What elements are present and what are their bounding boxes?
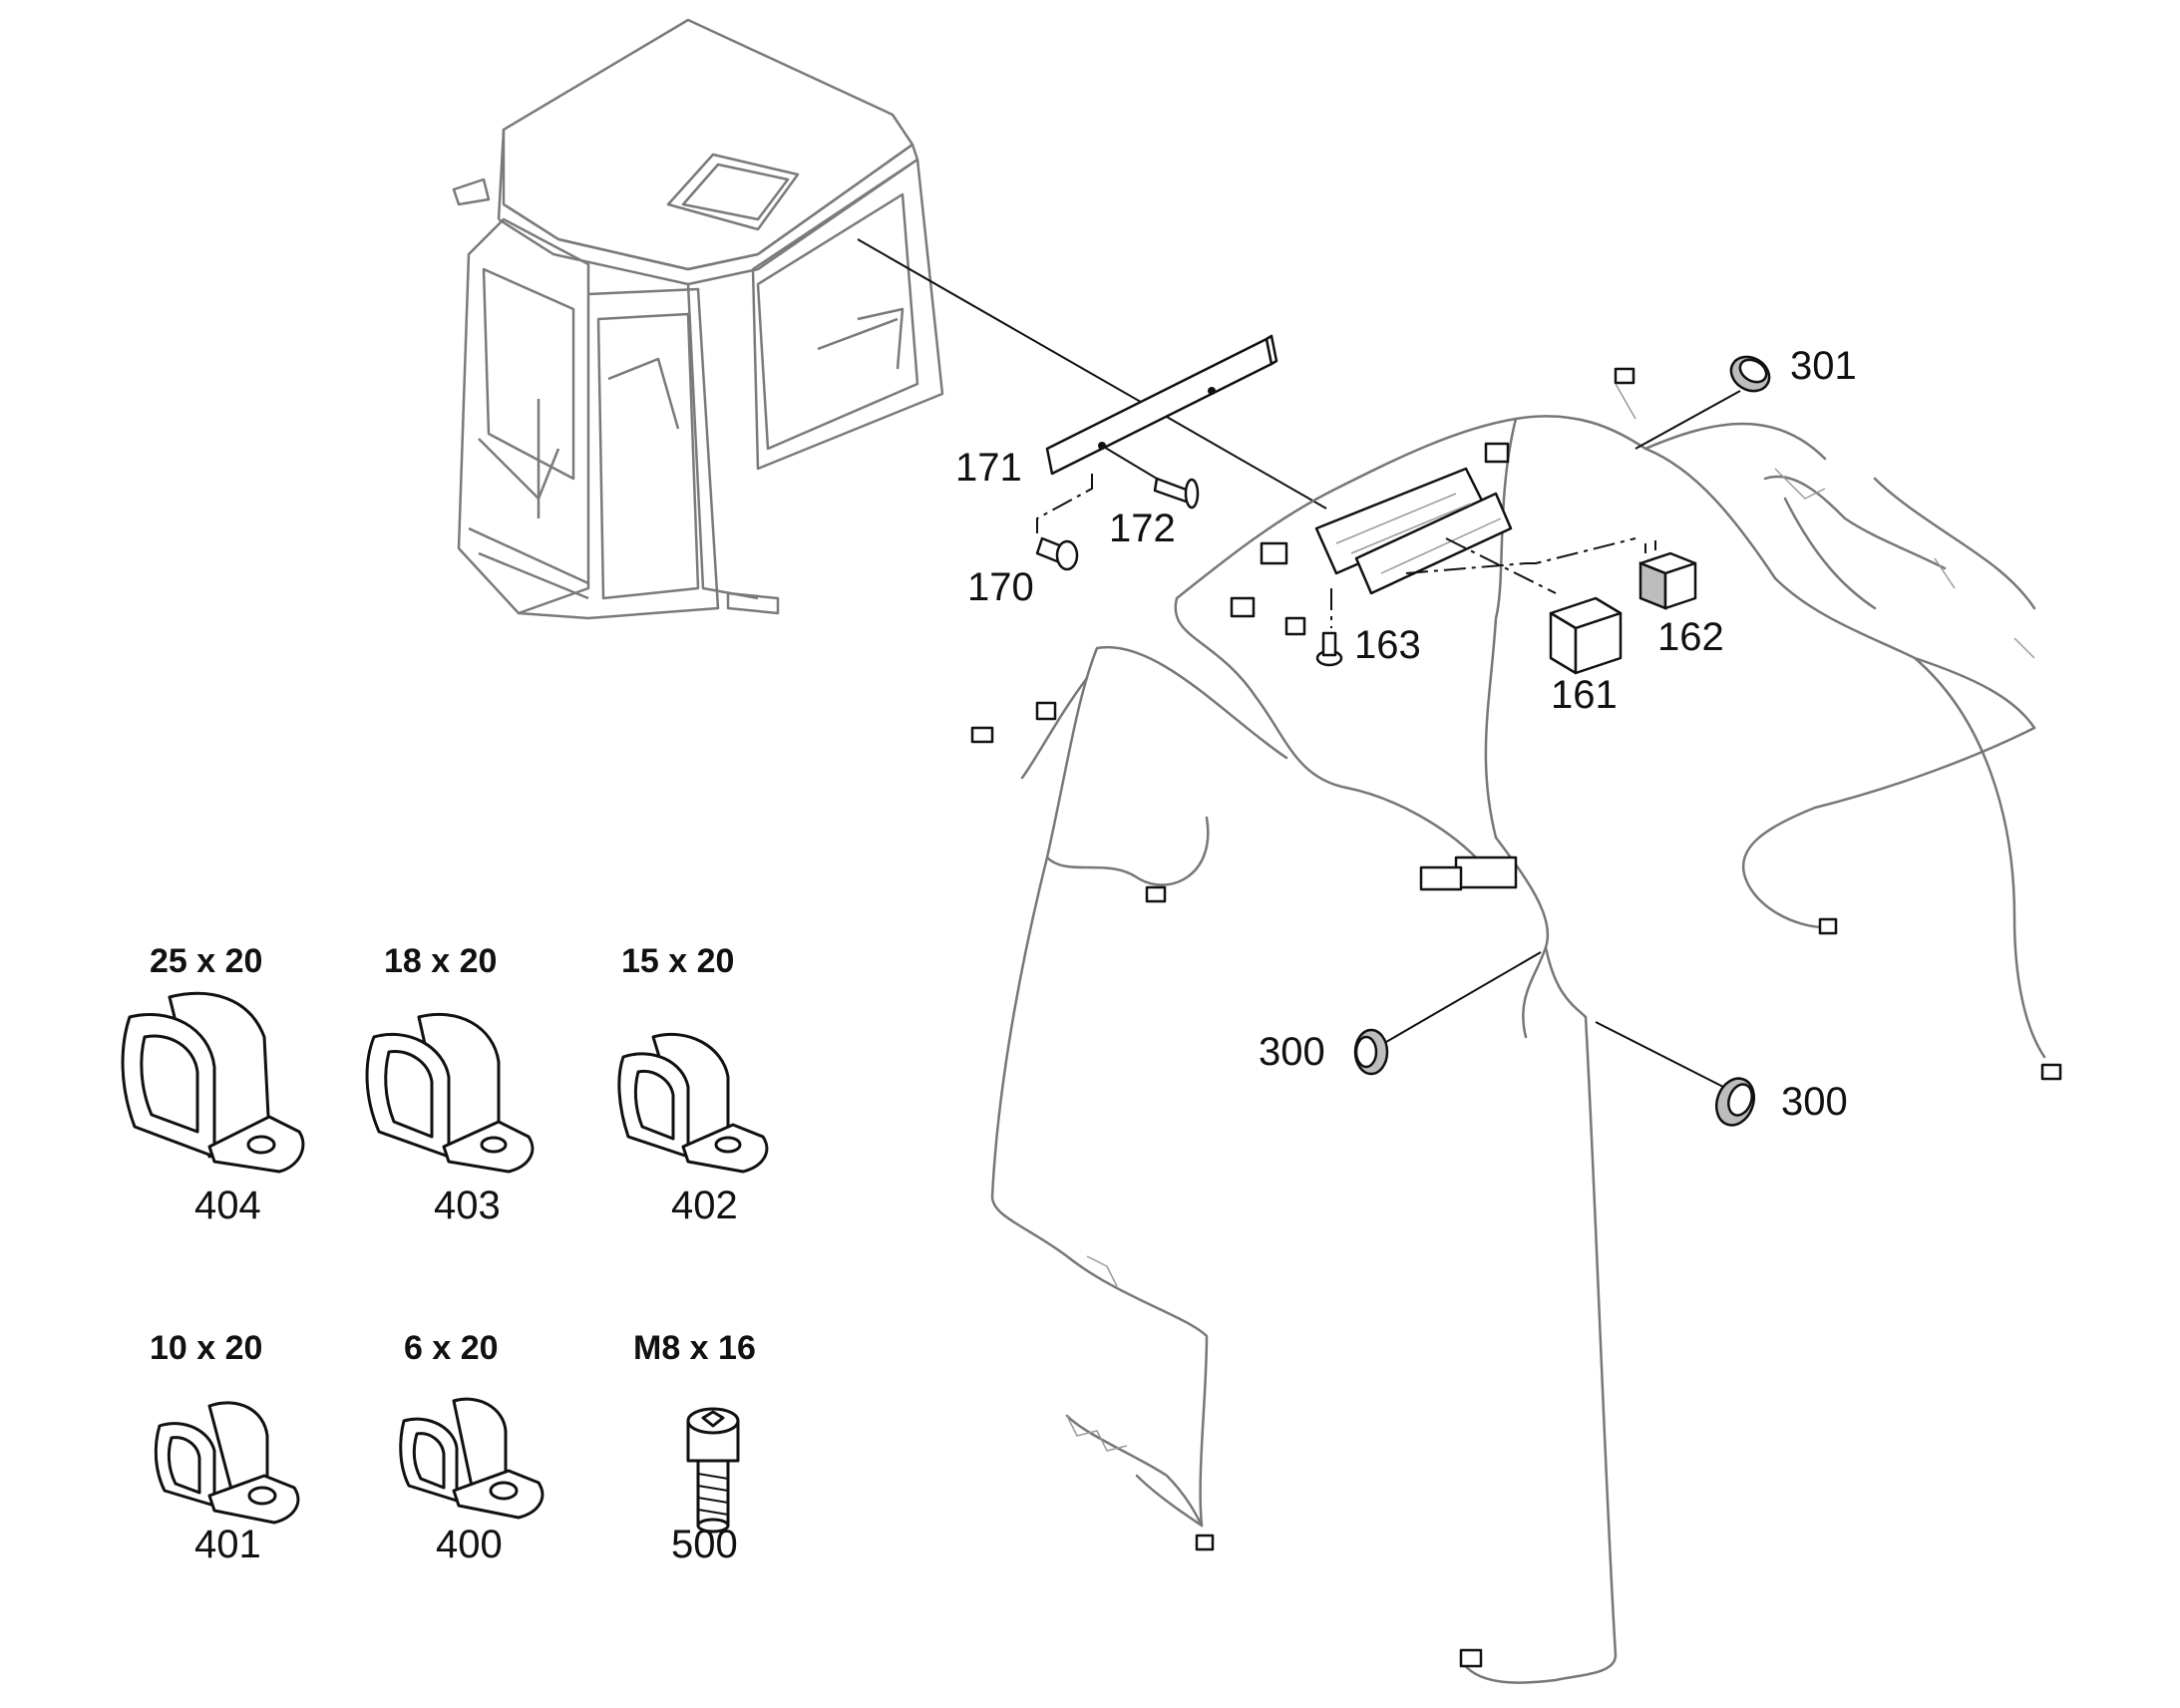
clip-400 [399,1397,545,1520]
callout-labels: 171 172 170 163 161 162 301 300 300 25 x… [150,344,1857,1566]
grommet-300-left [1353,1028,1389,1076]
grommet-301 [1729,355,1771,393]
leader-172 [1101,445,1158,480]
dash-161 [1445,537,1557,594]
size-401: 10 x 20 [150,1329,262,1367]
label-500: 500 [671,1523,738,1566]
grommet-300-right [1714,1077,1756,1127]
size-403: 18 x 20 [384,942,497,980]
clip-401 [154,1401,300,1525]
screw-172 [1153,477,1200,510]
wiring-harness [970,367,2062,1684]
label-162: 162 [1657,615,1724,659]
label-300-right: 300 [1781,1080,1848,1124]
bracket-171 [1045,334,1278,476]
label-161: 161 [1551,673,1618,717]
cab-frame [452,18,944,620]
bolt-170 [1035,536,1079,571]
clip-404 [121,991,305,1174]
relay-161 [1549,596,1623,675]
label-300-left: 300 [1259,1030,1325,1074]
label-170: 170 [967,565,1034,609]
relay-block [1314,467,1513,595]
label-402: 402 [671,1184,738,1227]
size-400: 6 x 20 [404,1329,499,1367]
leader-301 [1635,390,1741,450]
label-301: 301 [1790,344,1857,388]
size-402: 15 x 20 [621,942,734,980]
fastener-163 [1315,631,1343,667]
label-401: 401 [194,1523,261,1566]
size-404: 25 x 20 [150,942,262,980]
bolt-500 [686,1407,740,1534]
relay-162 [1638,540,1697,610]
label-163: 163 [1354,623,1421,667]
label-172: 172 [1109,507,1176,550]
label-403: 403 [434,1184,501,1227]
label-171: 171 [955,446,1022,490]
leader-300-right [1595,1021,1724,1088]
dash-162 [1405,537,1636,574]
size-500: M8 x 16 [633,1329,756,1367]
clip-402 [617,1032,769,1174]
leader-300-left [1385,951,1542,1043]
leader-cab-harness [857,238,1327,510]
dash-170 [1036,474,1093,533]
label-400: 400 [436,1523,503,1566]
label-404: 404 [194,1184,261,1227]
clip-403 [365,1012,535,1174]
